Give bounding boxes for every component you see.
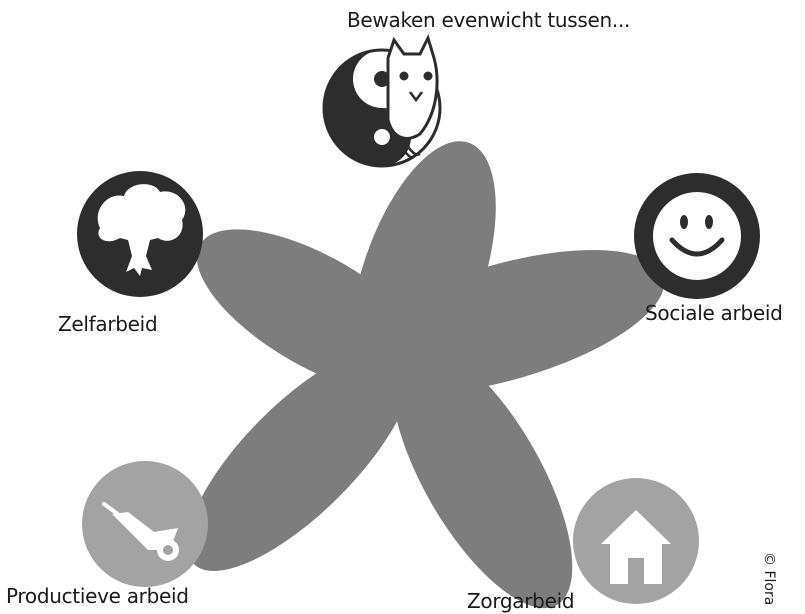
petal-bottom-left (187, 345, 413, 571)
tree-icon (77, 171, 203, 297)
label-zelfarbeid: Zelfarbeid (58, 312, 158, 336)
label-zorgarbeid: Zorgarbeid (467, 589, 575, 613)
yin-yang-owl-icon (322, 33, 442, 168)
smiley-icon (634, 173, 760, 299)
label-productieve-arbeid: Productieve arbeid (6, 584, 189, 608)
flower (187, 141, 665, 609)
petal-bottom-right (391, 341, 573, 609)
top-label: Bewaken evenwicht tussen... (347, 8, 631, 32)
label-sociale-arbeid: Sociale arbeid (645, 301, 783, 325)
credit-label: © Flora (761, 552, 777, 606)
wheelbarrow-icon (82, 461, 208, 587)
house-icon (573, 478, 699, 604)
